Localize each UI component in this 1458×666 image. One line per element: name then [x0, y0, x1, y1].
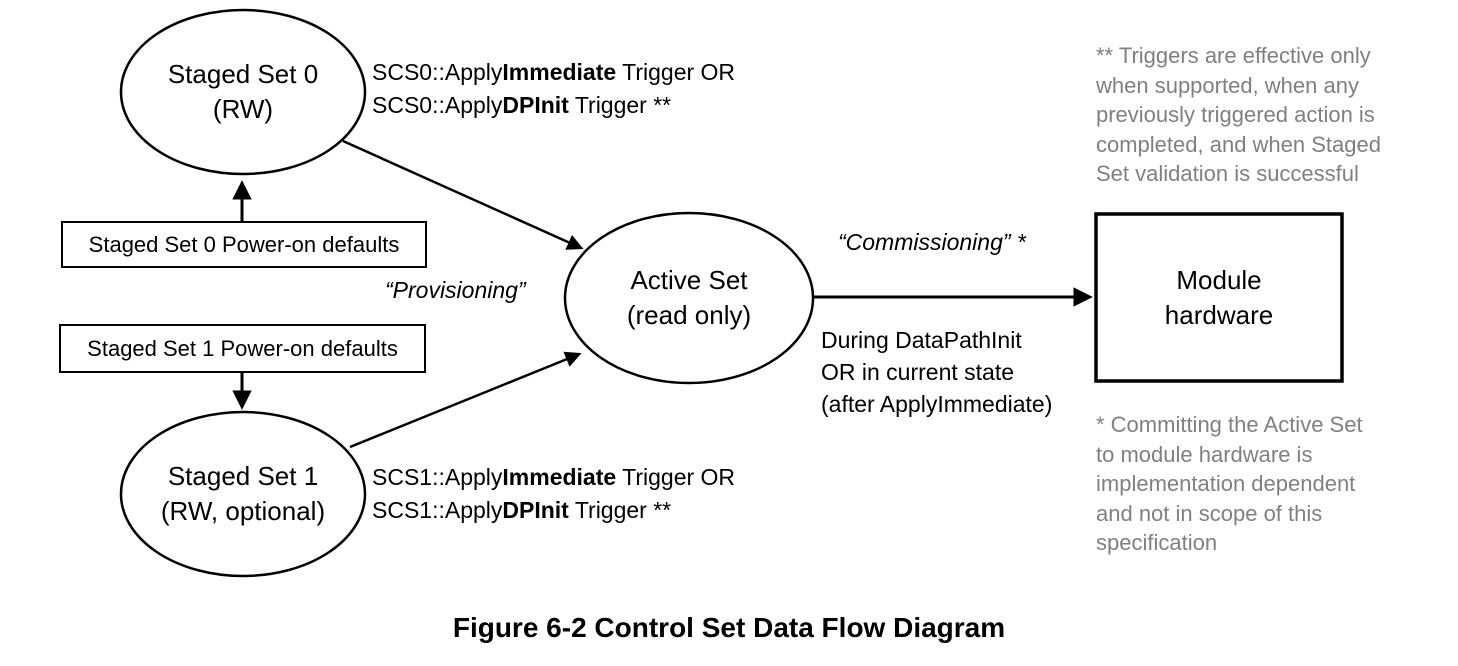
scs1-trigger-label: SCS1::ApplyImmediate Trigger OR SCS1::Ap…: [372, 461, 735, 527]
figure-caption: Figure 6-2 Control Set Data Flow Diagram: [452, 612, 1006, 643]
scs0-trigger-label: SCS0::ApplyImmediate Trigger OR SCS0::Ap…: [372, 56, 735, 122]
provisioning-label: “Provisioning”: [385, 277, 526, 303]
note-committing-active-set: * Committing the Active Set to module ha…: [1096, 412, 1363, 555]
arrow-staged-set-0-to-active-set: [342, 139, 584, 250]
staged-set-0-ellipse: [119, 8, 367, 176]
module-hardware-label-line1: Module: [1176, 264, 1262, 295]
scs0-trigger-line2: SCS0::ApplyDPInit Trigger **: [372, 92, 672, 118]
commissioning-label: “Commissioning” *: [838, 229, 1026, 255]
scs0-trigger-line1: SCS0::ApplyImmediate Trigger OR: [372, 59, 736, 85]
staged-set-1-defaults-label: Staged Set 1 Power-on defaults: [87, 335, 398, 361]
staged-set-1-label-line2: (RW, optional): [160, 496, 326, 526]
scs1-trigger-line1: SCS1::ApplyImmediate Trigger OR: [372, 464, 736, 490]
staged-set-1-label-line1: Staged Set 1: [167, 461, 319, 491]
staged-set-1-ellipse: [119, 410, 367, 578]
note-triggers-effective: ** Triggers are effective only when supp…: [1096, 43, 1381, 186]
staged-set-0-defaults-label: Staged Set 0 Power-on defaults: [88, 231, 400, 257]
staged-set-0-defaults-box: [61, 221, 427, 268]
module-hardware-label-line2: hardware: [1164, 299, 1274, 330]
arrow-staged-set-1-to-active-set: [349, 351, 582, 449]
staged-set-0-label-line1: Staged Set 0: [167, 59, 319, 89]
staged-set-1-label: Staged Set 1 (RW, optional): [121, 412, 365, 576]
module-hardware-label: Module hardware: [1096, 214, 1342, 381]
active-set-label: Active Set (read only): [565, 213, 813, 383]
active-set-label-line1: Active Set: [630, 265, 748, 295]
active-set-label-line2: (read only): [626, 300, 752, 330]
staged-set-0-label-line2: (RW): [212, 94, 274, 124]
scs1-trigger-line2: SCS1::ApplyDPInit Trigger **: [372, 497, 672, 523]
module-hardware-box: [1094, 212, 1344, 383]
commissioning-detail-label: During DataPathInit OR in current state …: [821, 327, 1053, 417]
staged-set-0-label: Staged Set 0 (RW): [121, 10, 365, 174]
